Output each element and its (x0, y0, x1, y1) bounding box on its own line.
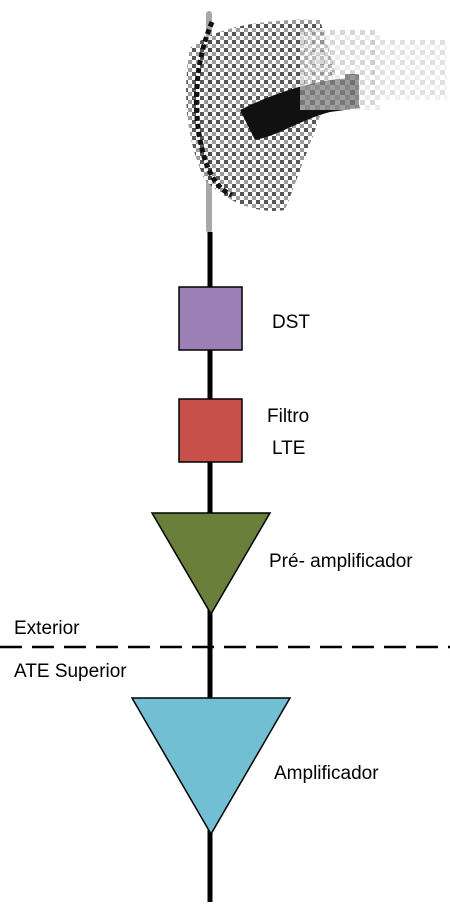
preamplifier-triangle (150, 512, 272, 616)
filter-label-line1: Filtro (267, 406, 309, 427)
filter-label-line2: LTE (272, 438, 305, 459)
lte-filter-box (178, 398, 243, 463)
dish-antenna-icon (186, 11, 447, 233)
preamplifier-label: Pré- amplificador (269, 551, 413, 572)
dst-box (178, 286, 243, 351)
amplifier-triangle (130, 697, 292, 836)
ate-superior-label: ATE Superior (14, 661, 127, 682)
dst-label: DST (272, 312, 310, 333)
amplifier-label: Amplificador (274, 763, 379, 784)
exterior-label: Exterior (14, 618, 80, 639)
